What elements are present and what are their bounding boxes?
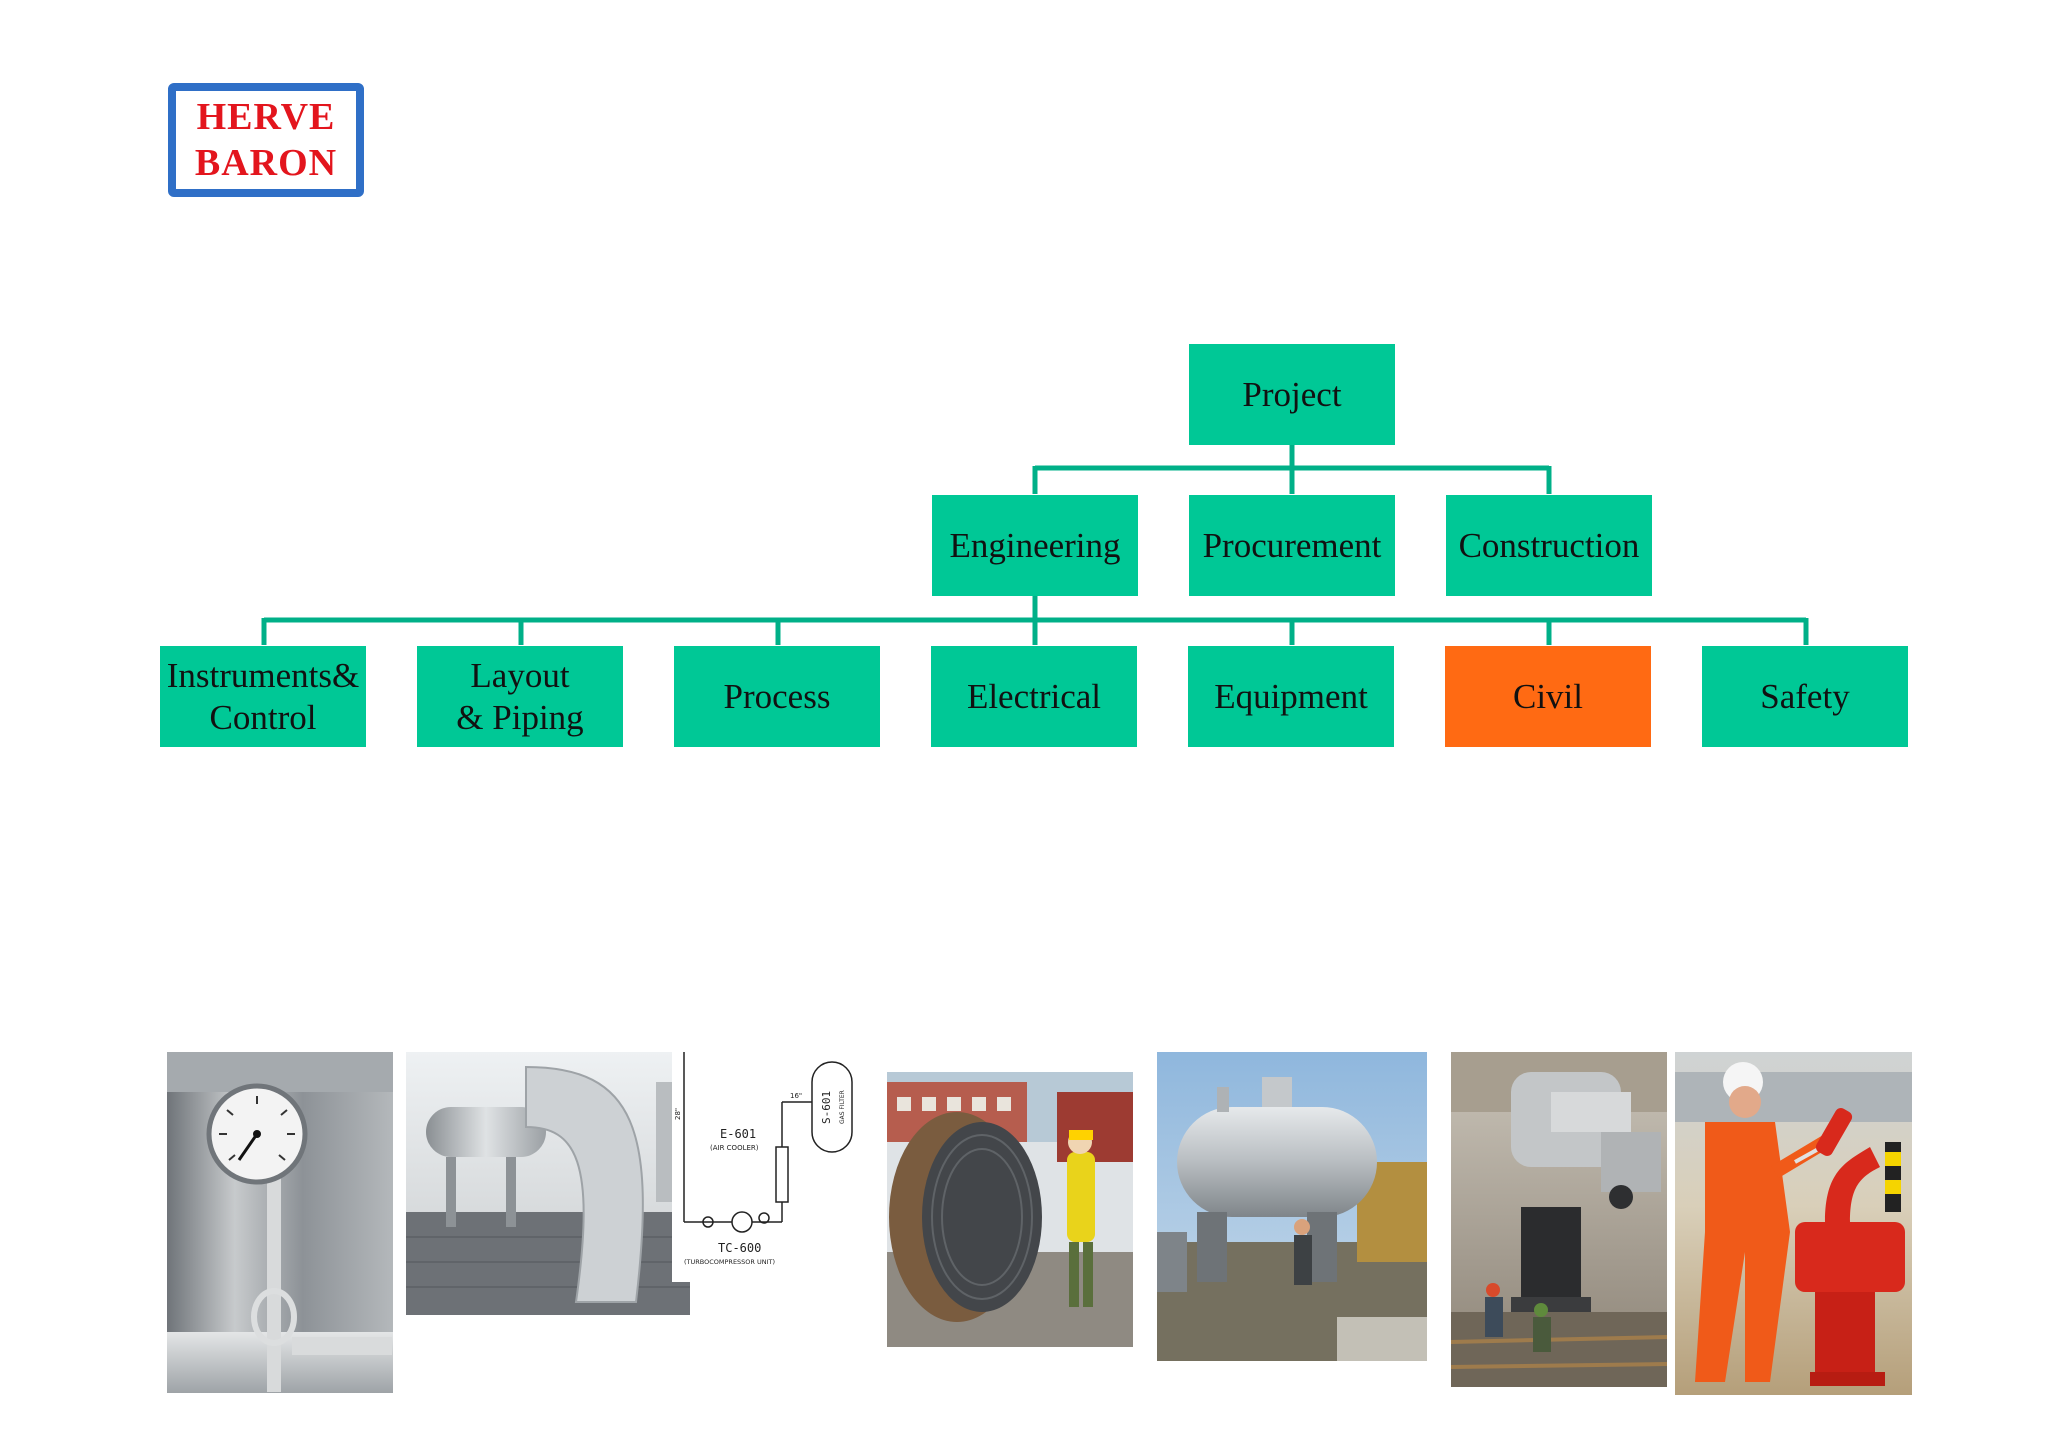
photo-pressure-vessel bbox=[1157, 1052, 1427, 1361]
photo-cable-drum bbox=[887, 1072, 1133, 1347]
cooler-desc: (AIR COOLER) bbox=[710, 1144, 759, 1152]
node-process: Process bbox=[674, 646, 880, 747]
pipe-size-b: 16" bbox=[790, 1092, 802, 1100]
node-label: Procurement bbox=[1202, 525, 1382, 565]
pipe-size-a: 28" bbox=[674, 1108, 682, 1120]
node-label: Civil bbox=[1512, 676, 1584, 716]
node-construction: Construction bbox=[1446, 495, 1652, 596]
photo-civil-works bbox=[1451, 1052, 1667, 1387]
logo-line-1: HERVE bbox=[196, 96, 336, 138]
node-layout-piping: Layout & Piping bbox=[417, 646, 623, 747]
compressor-desc: (TURBOCOMPRESSOR UNIT) bbox=[684, 1258, 775, 1266]
node-label-line2: & Piping bbox=[456, 697, 584, 737]
filter-desc: GAS FILTER bbox=[839, 1090, 846, 1124]
node-electrical: Electrical bbox=[931, 646, 1137, 747]
photo-piping-elbow bbox=[406, 1052, 690, 1315]
node-label-line1: Instruments& bbox=[166, 655, 360, 695]
node-civil: Civil bbox=[1445, 646, 1651, 747]
photo-fire-monitor bbox=[1675, 1052, 1912, 1395]
node-label: Project bbox=[1242, 374, 1342, 414]
node-label: Engineering bbox=[949, 525, 1121, 565]
photo-pid-sketch: E-601 (AIR COOLER) TC-600 (TURBOCOMPRESS… bbox=[672, 1052, 860, 1282]
logo: HERVE BARON bbox=[168, 83, 364, 197]
compressor-tag: TC-600 bbox=[718, 1241, 761, 1255]
node-project: Project bbox=[1189, 344, 1395, 445]
node-label-line2: Control bbox=[209, 697, 317, 737]
node-procurement: Procurement bbox=[1189, 495, 1395, 596]
photo-pressure-gauge bbox=[167, 1052, 393, 1393]
node-label: Safety bbox=[1760, 676, 1850, 716]
node-equipment: Equipment bbox=[1188, 646, 1394, 747]
filter-tag: S-601 bbox=[820, 1091, 833, 1124]
logo-line-2: BARON bbox=[194, 142, 338, 184]
node-label: Construction bbox=[1458, 525, 1640, 565]
cooler-tag: E-601 bbox=[720, 1127, 756, 1141]
node-label-line1: Layout bbox=[470, 655, 570, 695]
node-instruments-control: Instruments& Control bbox=[160, 646, 366, 747]
node-label: Equipment bbox=[1214, 676, 1368, 716]
node-engineering: Engineering bbox=[932, 495, 1138, 596]
node-label: Process bbox=[723, 676, 831, 716]
node-safety: Safety bbox=[1702, 646, 1908, 747]
node-label: Electrical bbox=[966, 676, 1102, 716]
